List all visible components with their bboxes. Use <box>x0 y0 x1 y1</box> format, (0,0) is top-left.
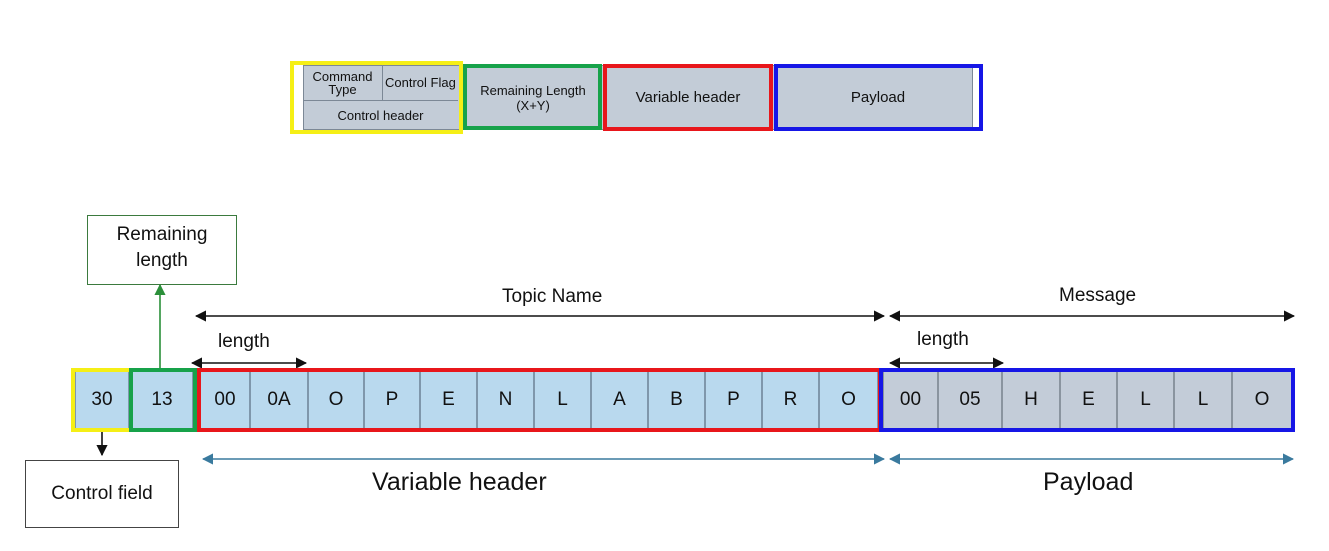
payload-bottom-label: Payload <box>1043 468 1134 496</box>
message-length-label: length <box>917 329 969 350</box>
payload-frame <box>774 64 983 131</box>
remaining-length-byte-frame <box>129 368 197 432</box>
variable-header-cell: Variable header <box>605 65 771 130</box>
control-field-callout: Control field <box>25 460 179 528</box>
variable-header-bottom-label: Variable header <box>372 468 547 496</box>
control-field-callout-text: Control field <box>51 483 153 504</box>
variable-header-frame <box>603 64 773 131</box>
variable-header-byte-frame <box>197 368 882 432</box>
control-header-frame <box>290 61 463 134</box>
control-byte-frame <box>71 368 133 432</box>
message-label: Message <box>1059 285 1137 306</box>
byte-cell-message: O <box>1232 370 1292 430</box>
byte-cell-control: 30 <box>75 370 129 430</box>
byte-cell-message: H <box>1002 370 1060 430</box>
byte-cell-message: E <box>1060 370 1117 430</box>
variable-header-label: Variable header <box>635 89 741 106</box>
payload-cell: Payload <box>776 65 980 130</box>
remaining-length-frame <box>463 64 602 130</box>
control-header-cell: Control header <box>303 101 458 130</box>
remaining-length-callout: Remaining length <box>87 215 237 285</box>
topic-name-label: Topic Name <box>502 286 603 307</box>
command-type-cell: Command Type <box>303 65 383 101</box>
byte-cell-topic: A <box>591 370 648 430</box>
remaining-length-callout-text: Remaining length <box>116 224 208 271</box>
control-flag-cell: Control Flag <box>383 65 458 101</box>
payload-byte-frame <box>879 368 1295 432</box>
control-header-label: Control header <box>337 108 424 123</box>
byte-cell-topic: 00 <box>200 370 250 430</box>
remaining-length-label: Remaining Length (X+Y) <box>480 82 586 113</box>
byte-cell-topic: O <box>308 370 364 430</box>
byte-cell-topic: L <box>534 370 591 430</box>
byte-cell-topic: E <box>420 370 477 430</box>
byte-cell-topic: B <box>648 370 705 430</box>
byte-cell-message: 05 <box>938 370 1002 430</box>
byte-cell-topic: 0A <box>250 370 308 430</box>
byte-cell-topic: P <box>364 370 420 430</box>
command-type-label: Command Type <box>312 68 373 97</box>
topic-length-label: length <box>218 331 270 352</box>
byte-cell-topic: R <box>762 370 819 430</box>
control-flag-label: Control Flag <box>385 75 456 90</box>
payload-label: Payload <box>850 89 906 106</box>
remaining-length-cell: Remaining Length (X+Y) <box>466 65 600 130</box>
byte-cell-message: 00 <box>883 370 938 430</box>
